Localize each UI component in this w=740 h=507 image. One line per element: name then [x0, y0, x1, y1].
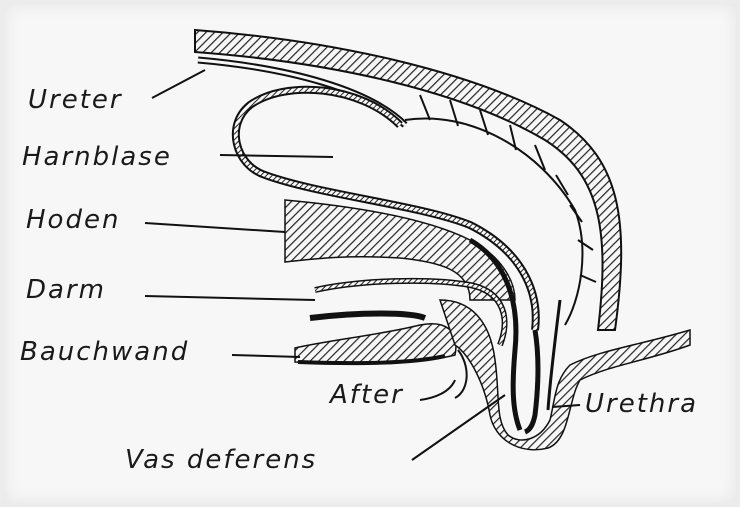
label-urethra: Urethra	[585, 389, 698, 419]
intestine-lower	[310, 314, 425, 319]
leader-hoden	[145, 223, 285, 232]
leader-harnblase	[220, 155, 333, 157]
lower-body-mass	[440, 300, 690, 450]
label-vas-deferens: Vas deferens	[125, 445, 317, 475]
back-wall-band	[195, 30, 621, 330]
anus-curve	[455, 350, 467, 398]
label-ureter: Ureter	[28, 85, 123, 115]
leader-bauchwand	[232, 355, 300, 357]
label-after: After	[328, 380, 404, 410]
leader-ureter	[152, 70, 205, 98]
leader-after	[420, 380, 455, 400]
label-bauchwand: Bauchwand	[20, 337, 189, 367]
label-harnblase: Harnblase	[22, 142, 172, 172]
urethra-tube	[525, 330, 538, 432]
leader-vas-deferens	[412, 395, 505, 460]
label-darm: Darm	[26, 275, 106, 305]
leader-darm	[145, 296, 315, 300]
label-hoden: Hoden	[26, 205, 120, 235]
